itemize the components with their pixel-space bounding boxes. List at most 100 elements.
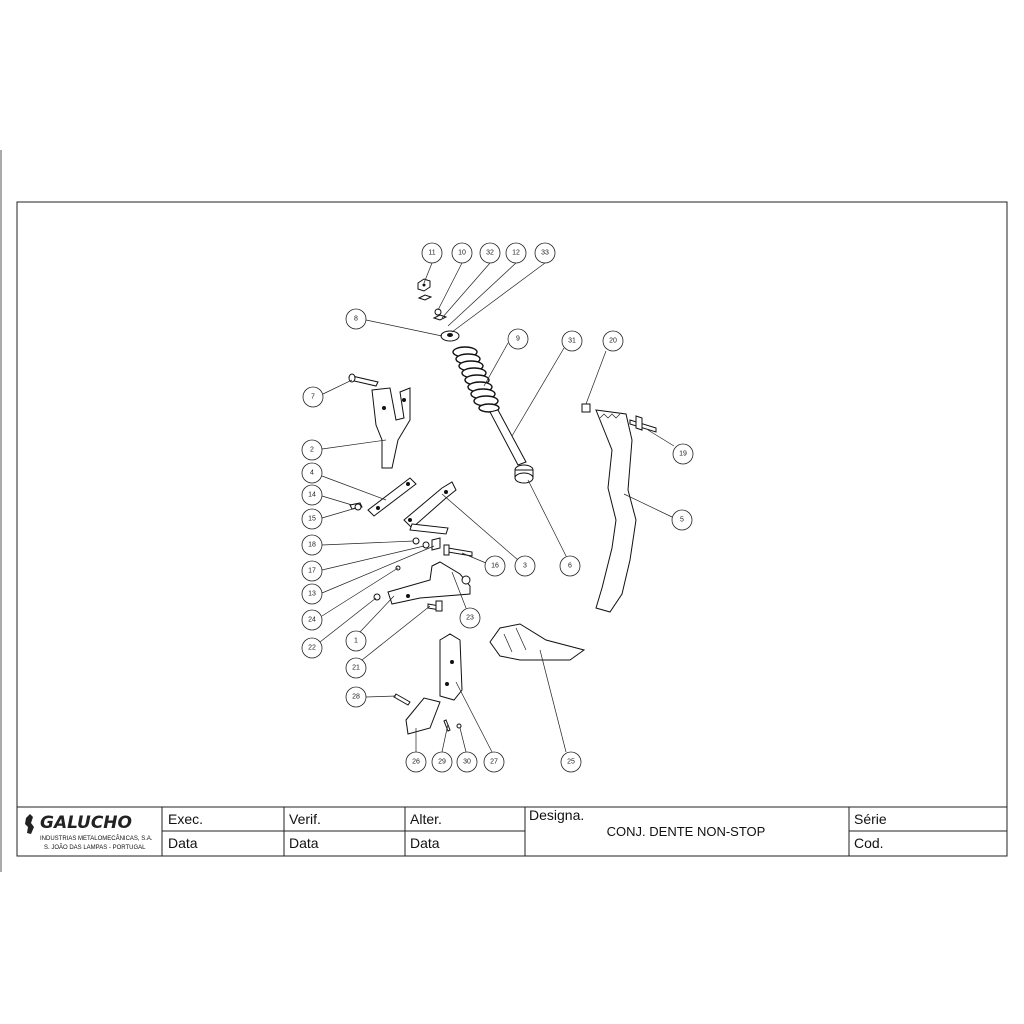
callout-22 bbox=[301, 637, 323, 659]
callout-label: 30 bbox=[463, 759, 471, 766]
callout-label: 14 bbox=[308, 492, 316, 499]
pin-29-part bbox=[443, 719, 451, 732]
callout-8 bbox=[345, 308, 367, 330]
callout-label: 20 bbox=[609, 338, 617, 345]
callout-label: 18 bbox=[308, 542, 316, 549]
nut-small-part bbox=[354, 503, 362, 511]
callout-11 bbox=[421, 242, 443, 264]
callout-label: 23 bbox=[466, 615, 474, 622]
designation-value: CONJ. DENTE NON-STOP bbox=[607, 824, 766, 839]
callout-1 bbox=[345, 630, 367, 652]
callout-label: 24 bbox=[308, 617, 316, 624]
washer-small-part bbox=[434, 308, 442, 316]
plate-26-part bbox=[405, 697, 441, 735]
bolt-16-part bbox=[447, 547, 473, 557]
callout-28 bbox=[345, 686, 367, 708]
callout-24 bbox=[301, 609, 323, 631]
spring-part bbox=[452, 346, 500, 413]
exec-label: Exec. bbox=[168, 811, 203, 827]
rod-part bbox=[489, 409, 527, 466]
callout-29 bbox=[431, 751, 453, 773]
tine-part bbox=[595, 409, 637, 613]
callout-label: 6 bbox=[568, 563, 572, 570]
callout-16 bbox=[484, 555, 506, 577]
callout-label: 27 bbox=[490, 759, 498, 766]
spring-cap-part bbox=[440, 330, 460, 342]
exploded-assembly bbox=[348, 278, 657, 735]
rooster-icon bbox=[25, 814, 34, 834]
callout-label: 33 bbox=[541, 250, 549, 257]
callout-label: 17 bbox=[308, 568, 316, 575]
cod-label: Cod. bbox=[854, 835, 884, 851]
callout-label: 15 bbox=[308, 516, 316, 523]
callout-label: 9 bbox=[516, 336, 520, 343]
callout-12 bbox=[505, 242, 527, 264]
callout-label: 19 bbox=[679, 451, 687, 458]
callout-label: 11 bbox=[428, 250, 435, 257]
callout-33 bbox=[534, 242, 556, 264]
callout-label: 2 bbox=[310, 447, 314, 454]
callout-13 bbox=[301, 583, 323, 605]
callouts: 11 10 3 2 12 33 8 9 31 20 7 bbox=[301, 242, 694, 773]
link-bar-part bbox=[367, 477, 417, 517]
callout-30 bbox=[456, 751, 478, 773]
callout-label: 1 bbox=[354, 638, 358, 645]
callout-label: 10 bbox=[458, 250, 466, 257]
callout-26 bbox=[405, 751, 427, 773]
callout-5 bbox=[671, 509, 693, 531]
callout-label: 22 bbox=[308, 645, 316, 652]
callout-label: 5 bbox=[680, 517, 684, 524]
data-label-3: Data bbox=[410, 835, 440, 851]
callout-label: 28 bbox=[352, 694, 360, 701]
callout-label: 21 bbox=[352, 665, 360, 672]
callout-label: 29 bbox=[438, 759, 446, 766]
company-line2: S. JOÃO DAS LAMPAS - PORTUGAL bbox=[44, 844, 146, 851]
callout-31 bbox=[561, 330, 583, 352]
washer-flat-part bbox=[432, 314, 448, 321]
bolt-28-part bbox=[393, 693, 411, 706]
bolt-19-washer-part bbox=[635, 415, 643, 431]
arm-part bbox=[403, 481, 457, 529]
callout-label: 4 bbox=[310, 470, 314, 477]
callout-9 bbox=[507, 328, 529, 350]
clip-20-part bbox=[581, 403, 591, 413]
callout-21 bbox=[345, 657, 367, 679]
callout-4 bbox=[301, 462, 323, 484]
nut-part bbox=[417, 278, 431, 292]
serie-label: Série bbox=[854, 811, 887, 827]
callout-label: 26 bbox=[412, 759, 420, 766]
callout-3 bbox=[514, 555, 536, 577]
callout-label: 13 bbox=[308, 591, 316, 598]
callout-label: 12 bbox=[512, 250, 520, 257]
callout-label: 8 bbox=[354, 316, 358, 323]
callout-32 bbox=[479, 242, 501, 264]
callout-17 bbox=[301, 560, 323, 582]
arm-plate-part bbox=[409, 523, 449, 535]
plate-13-part bbox=[431, 537, 441, 551]
callout-6 bbox=[559, 555, 581, 577]
title-block: GALUCHO INDUSTRIAS METALOMECÂNICAS, S.A.… bbox=[16, 806, 1008, 857]
callout-18 bbox=[301, 534, 323, 556]
bracket-part bbox=[371, 387, 411, 469]
callout-label: 7 bbox=[311, 394, 315, 401]
nut-30-part bbox=[456, 723, 462, 729]
callout-label: 31 bbox=[568, 338, 576, 345]
callout-7 bbox=[302, 386, 324, 408]
callout-20 bbox=[602, 330, 624, 352]
callout-27 bbox=[483, 751, 505, 773]
bolt-16-head-part bbox=[443, 544, 450, 556]
bolt-21-head-part bbox=[435, 600, 443, 612]
bolt-19-part bbox=[629, 419, 657, 433]
share-part bbox=[489, 623, 586, 661]
callout-label: 3 bbox=[523, 563, 527, 570]
pin-part bbox=[348, 373, 379, 387]
verif-label: Verif. bbox=[289, 811, 321, 827]
callout-15 bbox=[301, 508, 323, 530]
washer-part bbox=[417, 294, 433, 301]
callout-23 bbox=[459, 607, 481, 629]
callout-label: 25 bbox=[567, 759, 575, 766]
data-label-1: Data bbox=[168, 835, 198, 851]
callout-25 bbox=[560, 751, 582, 773]
alter-label: Alter. bbox=[410, 811, 442, 827]
